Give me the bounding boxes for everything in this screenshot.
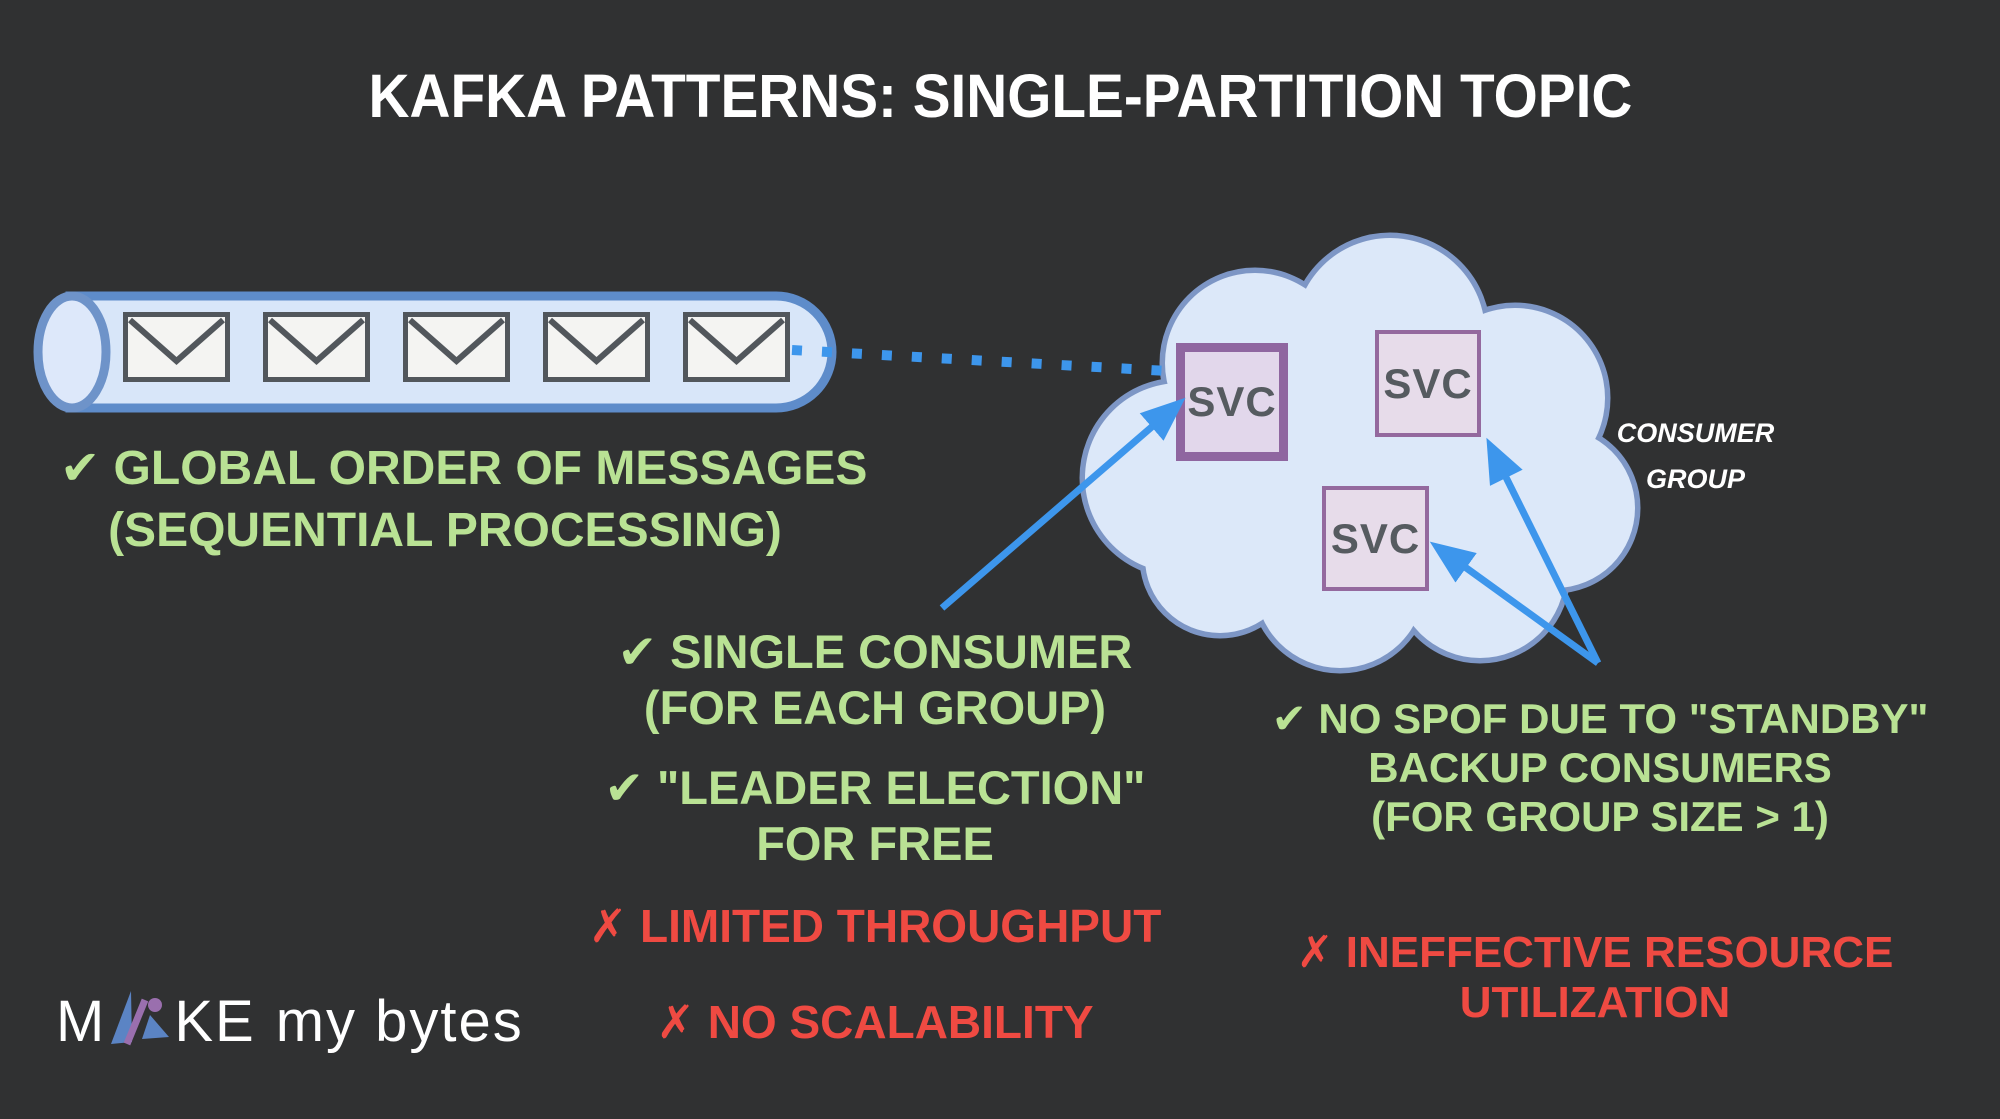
page-title: KAFKA PATTERNS: SINGLE-PARTITION TOPIC <box>0 64 2000 128</box>
cloud-fill <box>1085 238 1635 668</box>
consumer-group-cloud-icon <box>1079 232 1641 674</box>
bullet-line: ✔ GLOBAL ORDER OF MESSAGES <box>60 442 868 495</box>
bullet-no-spof: ✔ NO SPOF DUE TO "STANDBY" BACKUP CONSUM… <box>1250 694 1950 841</box>
bullet-line: ✗ LIMITED THROUGHPUT <box>588 900 1162 952</box>
envelope-icon <box>543 312 650 382</box>
svc-box-standby-2: SVC <box>1322 486 1429 591</box>
single-consumer-arrow <box>939 397 1186 611</box>
page-title-text: KAFKA PATTERNS: SINGLE-PARTITION TOPIC <box>368 62 1632 130</box>
bullet-line: (FOR EACH GROUP) <box>643 681 1107 734</box>
svc-box-standby-1: SVC <box>1375 330 1481 437</box>
envelope-icon <box>263 312 370 382</box>
envelope-icon <box>683 312 790 382</box>
bullet-line: UTILIZATION <box>1459 978 1731 1027</box>
consumer-group-label: CONSUMER GROUP <box>1603 410 1788 502</box>
bullet-leader-election: ✔ "LEADER ELECTION" FOR FREE <box>575 760 1175 872</box>
logo: M KE my bytes <box>56 988 524 1055</box>
envelope-flap <box>548 317 645 365</box>
message-flow-dotted-line <box>791 345 1169 376</box>
bullet-single-consumer: ✔ SINGLE CONSUMER (FOR EACH GROUP) <box>575 624 1175 736</box>
envelope-flap <box>128 317 225 365</box>
envelope-flap <box>408 317 505 365</box>
bullet-line: ✔ "LEADER ELECTION" <box>604 761 1146 814</box>
cloud-outline <box>1079 232 1641 674</box>
bullet-line: FOR FREE <box>756 817 994 870</box>
svc-label: SVC <box>1330 514 1421 562</box>
svc-label: SVC <box>1383 359 1473 407</box>
consumer-group-label-line2: GROUP <box>1645 464 1745 494</box>
logo-tagline: my bytes <box>275 989 524 1054</box>
logo-word-start: M <box>56 989 107 1054</box>
logo-word-end: KE <box>174 989 256 1054</box>
envelope-flap <box>268 317 365 365</box>
bullet-limited-throughput: ✗ LIMITED THROUGHPUT <box>565 900 1185 952</box>
bullet-line: BACKUP CONSUMERS <box>1368 744 1832 791</box>
logo-mark-icon <box>111 991 170 1046</box>
bullet-line: (FOR GROUP SIZE > 1) <box>1371 793 1829 840</box>
envelope-icon <box>123 312 230 382</box>
envelope-flap <box>688 317 785 365</box>
bullet-line: ✗ NO SCALABILITY <box>656 996 1094 1048</box>
bullet-ineffective-resource: ✗ INEFFECTIVE RESOURCE UTILIZATION <box>1255 928 1935 1028</box>
bullet-line: (SEQUENTIAL PROCESSING) <box>108 504 782 557</box>
svc-box-active: SVC <box>1176 343 1288 461</box>
standby-arrow-bottom <box>1429 541 1601 666</box>
svc-label: SVC <box>1187 378 1277 425</box>
envelope-icon <box>403 312 510 382</box>
bullet-line: ✗ INEFFECTIVE RESOURCE <box>1296 928 1894 977</box>
bullet-no-scalability: ✗ NO SCALABILITY <box>565 996 1185 1048</box>
bullet-global-order: ✔ GLOBAL ORDER OF MESSAGES (SEQUENTIAL P… <box>60 438 868 562</box>
consumer-group-label-line1: CONSUMER <box>1616 418 1775 448</box>
bullet-line: ✔ SINGLE CONSUMER <box>617 625 1133 678</box>
bullet-line: ✔ NO SPOF DUE TO "STANDBY" <box>1271 695 1929 742</box>
pipe-end-cap <box>33 291 111 413</box>
standby-arrow-top <box>1486 437 1602 665</box>
